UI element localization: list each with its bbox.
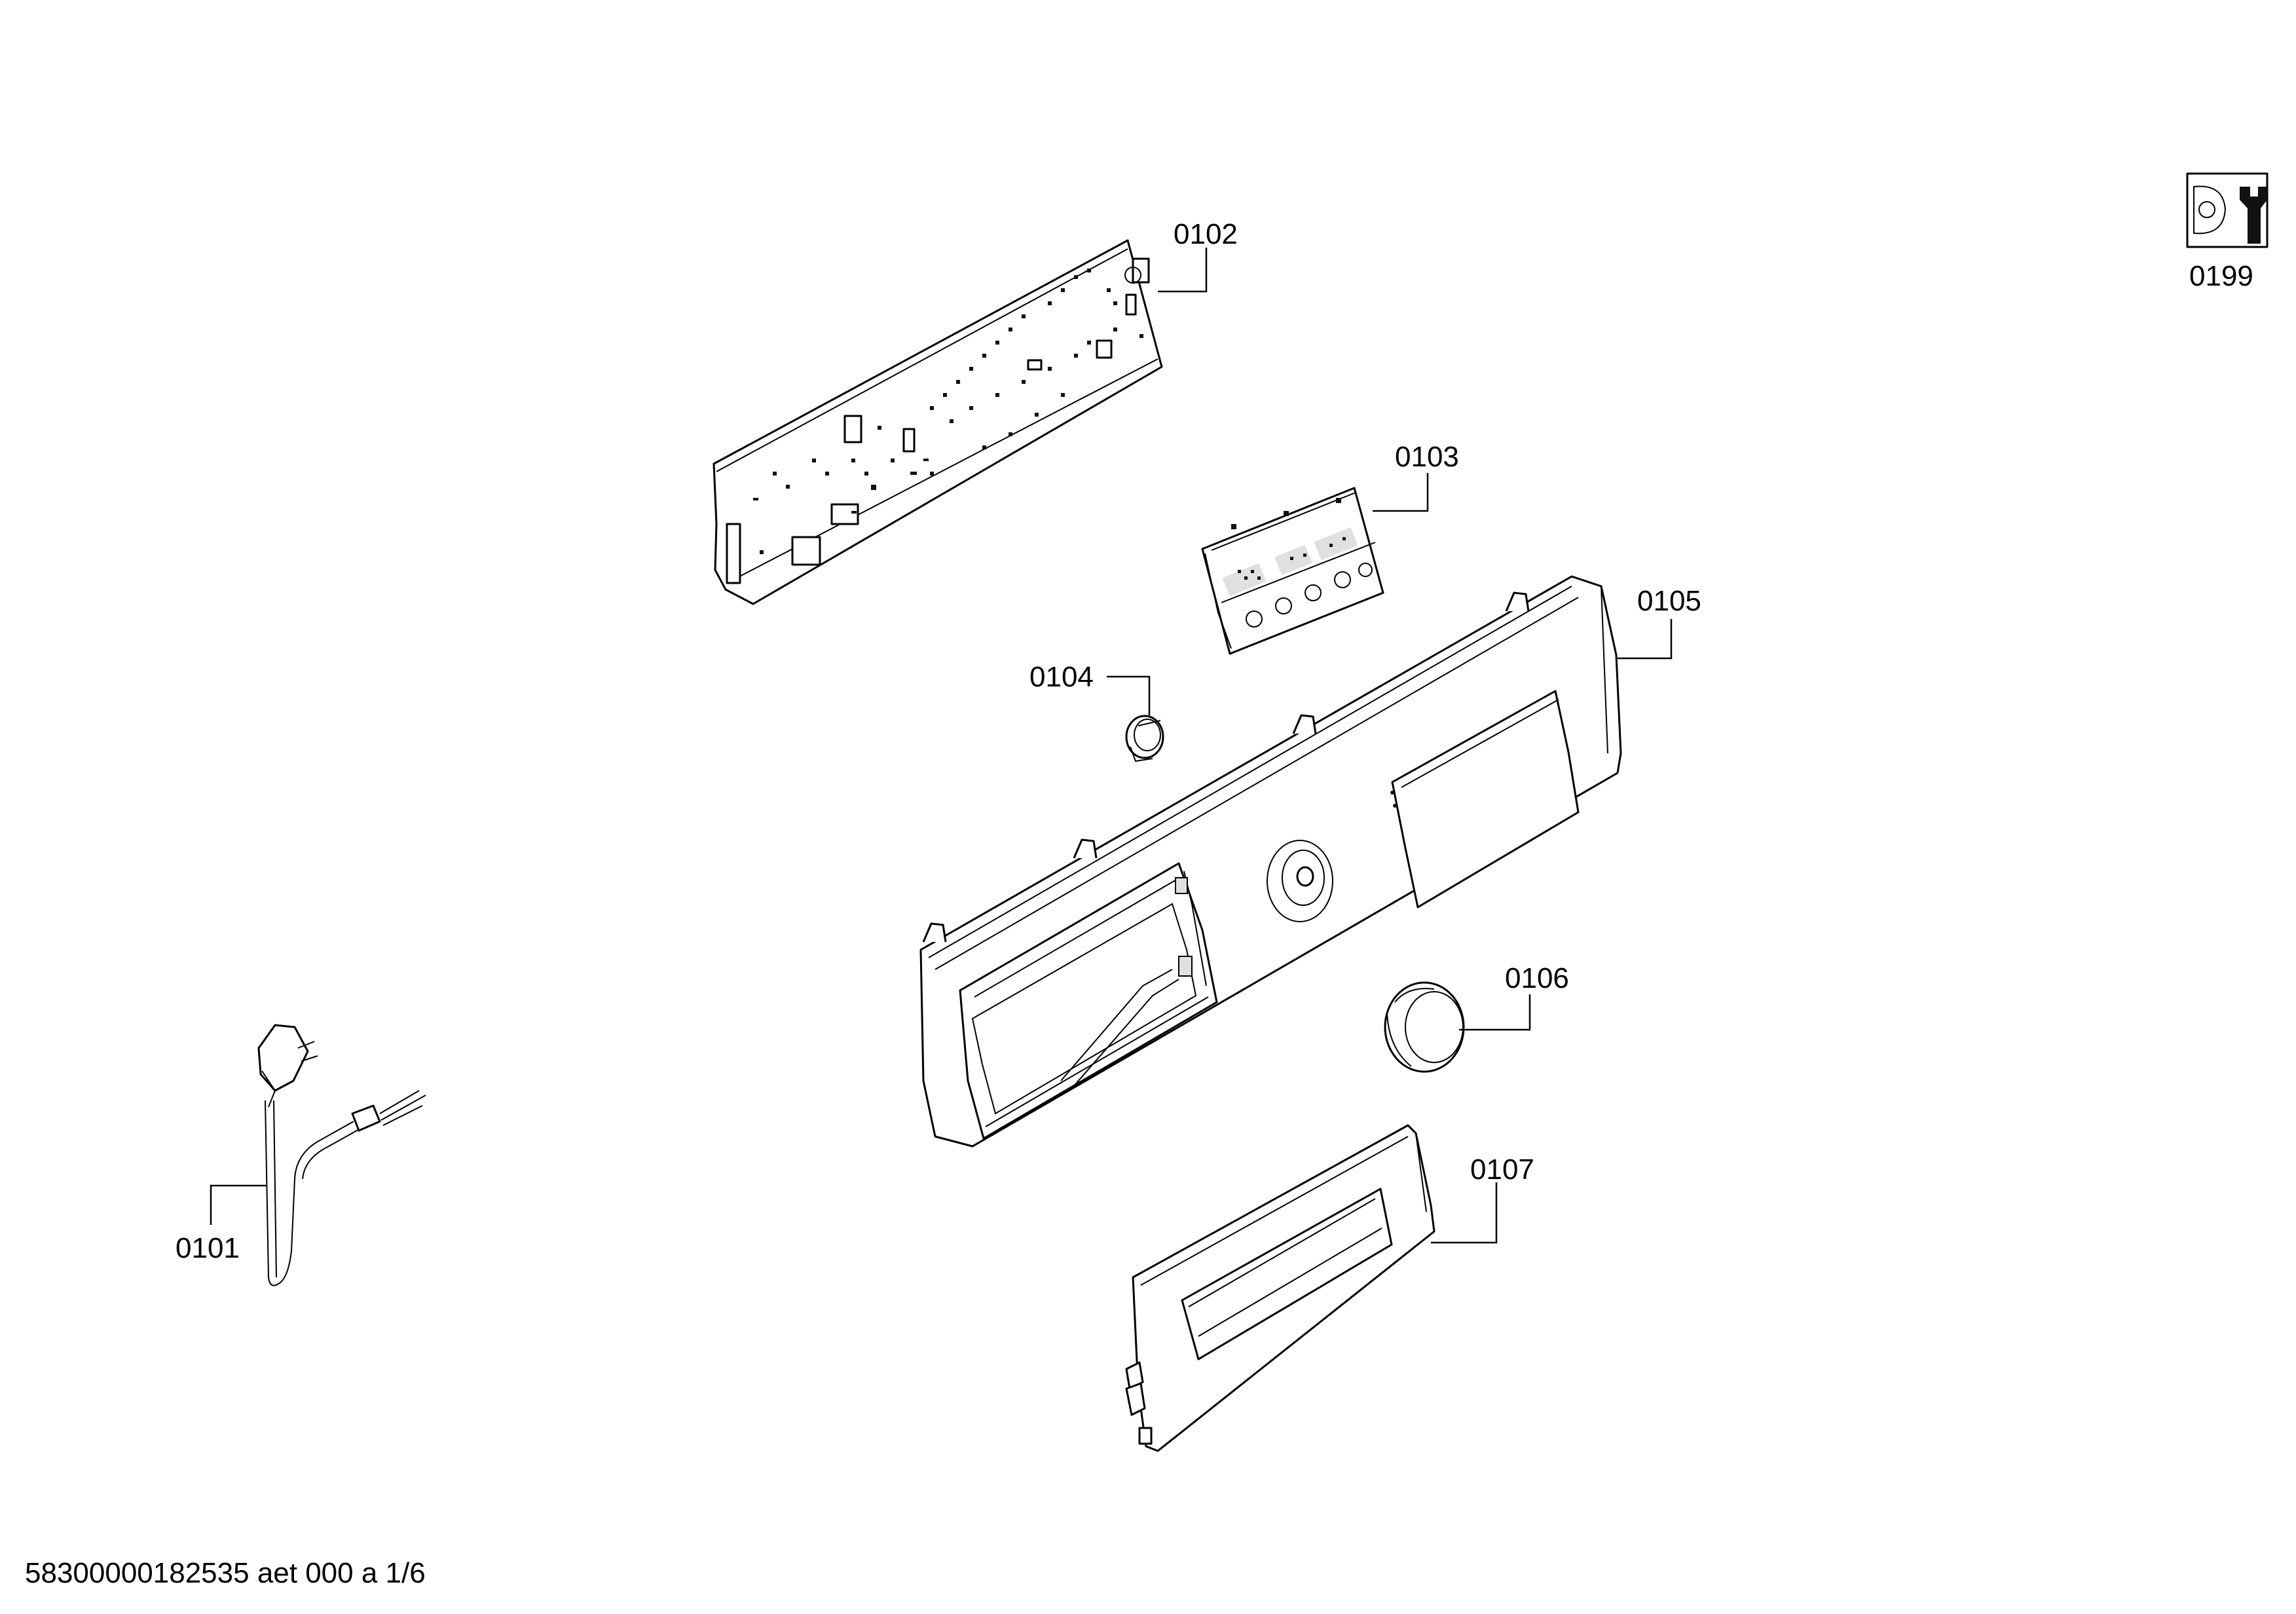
part-label-0106: 0106 (1505, 962, 1569, 994)
part-label-0103: 0103 (1395, 441, 1459, 473)
part-label-0105: 0105 (1637, 585, 1701, 617)
knob-insert (1125, 715, 1164, 762)
leader-0102 (1158, 248, 1208, 293)
leader-0105 (1618, 619, 1673, 660)
leader-0103 (1373, 473, 1429, 512)
document-footer: 58300000182535 aet 000 a 1/6 (25, 1557, 426, 1589)
control-module-board (713, 239, 1163, 605)
selector-knob (1384, 981, 1465, 1073)
service-tool-icon (2186, 172, 2268, 248)
part-label-0107: 0107 (1470, 1154, 1534, 1186)
part-label-0101: 0101 (176, 1232, 240, 1264)
part-label-0104: 0104 (1029, 661, 1094, 693)
part-label-0199: 0199 (2189, 260, 2253, 292)
control-panel-fascia (919, 575, 1622, 1148)
part-label-0102: 0102 (1174, 218, 1238, 250)
power-cord (257, 1024, 426, 1286)
leader-0104 (1107, 675, 1151, 715)
leader-0106 (1459, 994, 1531, 1031)
drawer-handle (1125, 1124, 1435, 1452)
leader-0107 (1431, 1182, 1498, 1244)
leader-0101 (210, 1184, 267, 1225)
display-module (1201, 487, 1384, 655)
